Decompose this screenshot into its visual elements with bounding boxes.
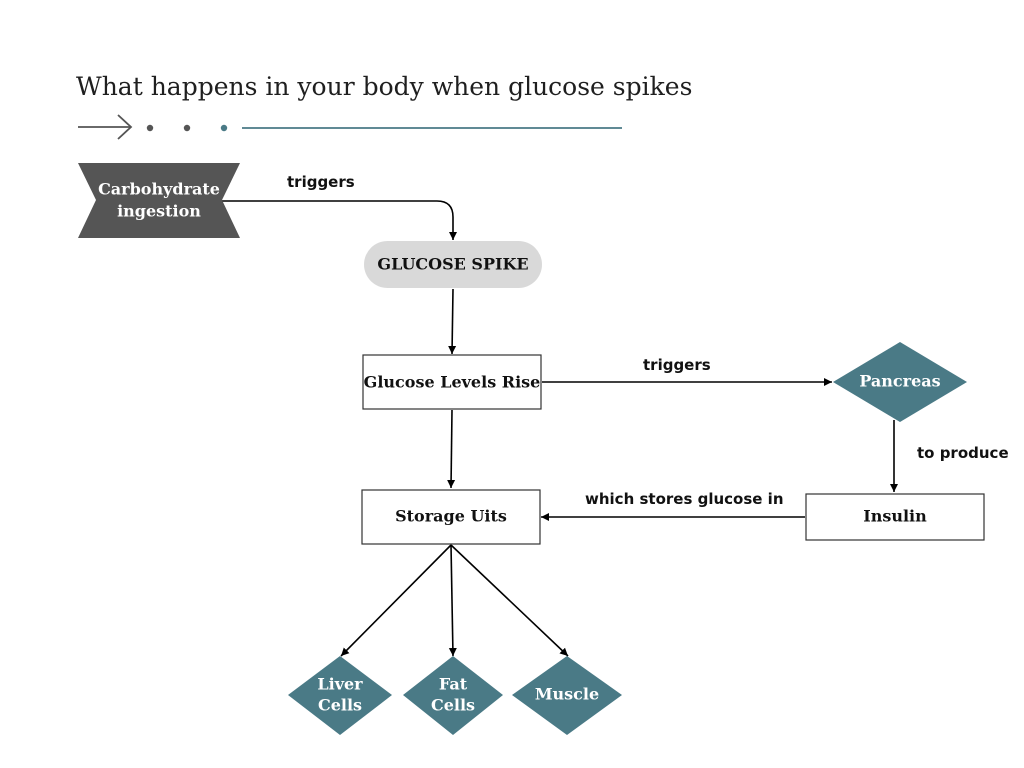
- edge-label-to-produce: to produce: [917, 444, 1009, 462]
- node-label: Liver: [317, 675, 363, 694]
- edge-storage-to-liver: [340, 544, 452, 657]
- node-label: Insulin: [863, 507, 927, 526]
- node-label: Cells: [318, 696, 362, 715]
- edge-label-which-stores: which stores glucose in: [585, 490, 784, 508]
- edge-carb-to-spike: [222, 200, 457, 240]
- node-label: Cells: [431, 696, 475, 715]
- node-fat-cells: Fat Cells: [403, 656, 503, 735]
- node-storage-units: Storage Uits: [361, 489, 541, 545]
- node-label: Glucose Levels Rise: [364, 373, 541, 392]
- node-liver-cells: Liver Cells: [288, 656, 392, 735]
- page-title: What happens in your body when glucose s…: [76, 72, 692, 101]
- edge-storage-to-fat: [448, 544, 457, 657]
- node-insulin: Insulin: [805, 493, 985, 541]
- edge-label-triggers: triggers: [287, 173, 355, 191]
- node-label: Storage Uits: [395, 507, 507, 526]
- node-glucose-spike: GLUCOSE SPIKE: [364, 241, 542, 288]
- edge-levels-to-storage: [447, 409, 456, 489]
- title-decoration: [78, 114, 622, 140]
- edge-label-triggers: triggers: [643, 356, 711, 374]
- node-label: ingestion: [117, 202, 201, 221]
- node-label: GLUCOSE SPIKE: [377, 255, 528, 274]
- node-label: Pancreas: [859, 372, 940, 391]
- dot-icon: [220, 124, 228, 132]
- node-label: Carbohydrate: [98, 180, 220, 199]
- arrow-right-icon: [78, 114, 133, 140]
- node-carbohydrate-ingestion: Carbohydrate ingestion: [78, 163, 240, 238]
- node-pancreas: Pancreas: [833, 342, 967, 422]
- node-label: Muscle: [535, 685, 599, 704]
- dot-icon: [146, 124, 154, 132]
- node-muscle: Muscle: [512, 656, 622, 735]
- edge-storage-to-muscle: [450, 544, 569, 657]
- node-glucose-levels-rise: Glucose Levels Rise: [362, 354, 542, 410]
- edge-spike-to-levels: [448, 288, 457, 355]
- node-label: Fat: [439, 675, 468, 694]
- dot-icon: [183, 124, 191, 132]
